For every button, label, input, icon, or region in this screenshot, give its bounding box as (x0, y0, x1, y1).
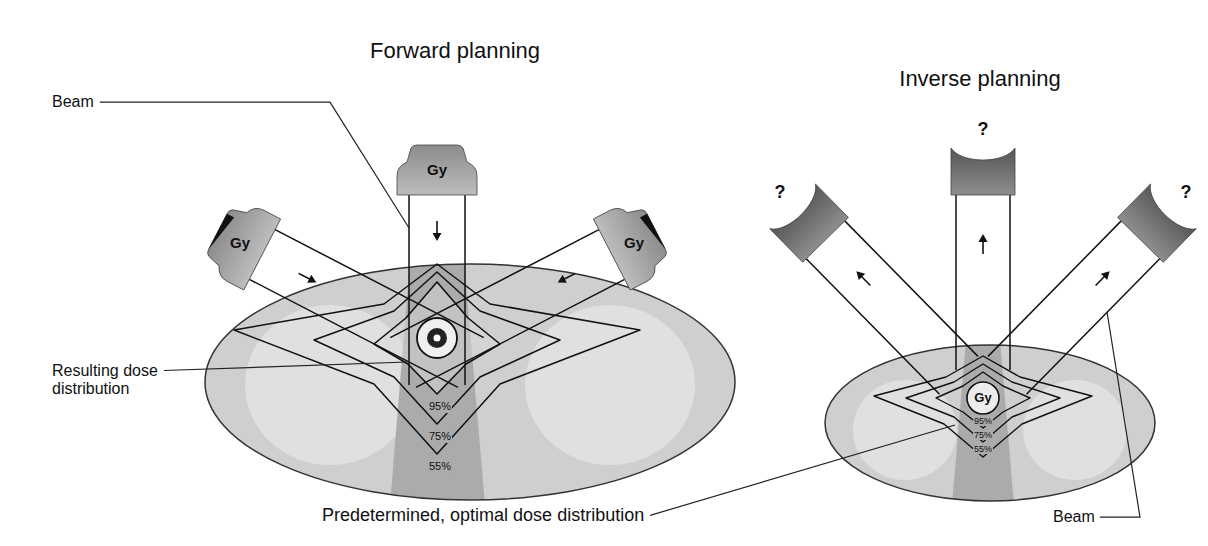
arrow-head (433, 233, 442, 241)
body-section (825, 340, 1155, 505)
arrow-head (979, 234, 988, 242)
arrow-head (307, 275, 316, 283)
organ-region (1023, 380, 1127, 480)
leader-lines (100, 102, 1140, 517)
dose-profile: Gy (586, 195, 682, 291)
target-center (434, 335, 441, 342)
beams (249, 195, 1159, 394)
callout-label: Resulting dose distribution (52, 362, 182, 399)
dose-unit: Gy (230, 235, 250, 252)
panel-heading: Inverse planning (899, 66, 1060, 91)
isodose-value: 95% (973, 416, 993, 426)
beam-edge (988, 221, 1121, 356)
leader-line (164, 362, 407, 371)
callout-label: Beam (52, 93, 94, 111)
isodose-value: 55% (428, 460, 452, 473)
beam-edge (806, 259, 939, 394)
isodose-line (906, 364, 1060, 442)
beam-edge (408, 195, 410, 385)
dose-profile: Gy (389, 122, 485, 218)
profile-outline (397, 145, 477, 195)
dose-profile: Gy (192, 195, 288, 291)
beam-edge (390, 230, 599, 338)
leader-line (1100, 312, 1140, 517)
beam-edge (1027, 259, 1160, 394)
arrow-head (1101, 271, 1110, 280)
profile-outline (199, 196, 280, 290)
arrow-head (856, 271, 865, 280)
isodose-value: 75% (973, 430, 993, 440)
beam-edge (249, 279, 458, 387)
dose-unit: Gy (624, 235, 644, 252)
profile-outline (593, 196, 674, 290)
beam-edge (955, 195, 957, 370)
unknown-profile: ? (1110, 174, 1206, 270)
isodose-line (234, 264, 640, 454)
dose-unit: Gy (427, 162, 447, 179)
organ-region (525, 305, 695, 465)
beam-edge (416, 279, 625, 387)
target-core (427, 328, 447, 348)
callout-label: Predetermined, optimal dose distribution (322, 505, 644, 526)
unknown-mark: ? (978, 120, 989, 140)
isodose-value: 55% (973, 444, 993, 454)
body-outline (825, 345, 1155, 501)
beam-direction-arrow (982, 241, 984, 254)
target-volume (417, 318, 457, 358)
isodose-line (936, 372, 1030, 428)
profile-outline (951, 148, 1015, 195)
beam-edge (275, 230, 484, 338)
leader-line (650, 425, 955, 515)
beam-direction-arrow (1096, 276, 1105, 285)
profile-outline (770, 184, 849, 262)
isodose-line (874, 356, 1092, 457)
beam-edge (1009, 195, 1011, 370)
body-outline (205, 264, 735, 500)
beam-direction-arrow (436, 221, 438, 234)
isodose-line (314, 272, 560, 424)
profile-outline (1118, 184, 1197, 262)
beam-edge (845, 221, 978, 356)
target-volume (967, 382, 999, 414)
profile-shape (1110, 174, 1206, 270)
unknown-mark: ? (1181, 184, 1192, 204)
dose-unit: Gy (973, 391, 992, 406)
beam-direction-arrow (564, 273, 576, 279)
profile-shape (760, 174, 856, 270)
beam-direction-arrow (861, 276, 870, 285)
isodose-value: 95% (428, 400, 452, 413)
isodose-value: 75% (428, 430, 452, 443)
unknown-mark: ? (774, 184, 785, 204)
beam-edge (464, 195, 466, 385)
callout-label: Beam (1053, 508, 1095, 526)
beam-direction-arrow (299, 273, 311, 279)
organ-region (245, 305, 415, 465)
panel-heading: Forward planning (370, 38, 540, 63)
unknown-profile: ? (760, 174, 856, 270)
arrow-head (558, 275, 567, 283)
unknown-profile: ? (935, 122, 1031, 218)
